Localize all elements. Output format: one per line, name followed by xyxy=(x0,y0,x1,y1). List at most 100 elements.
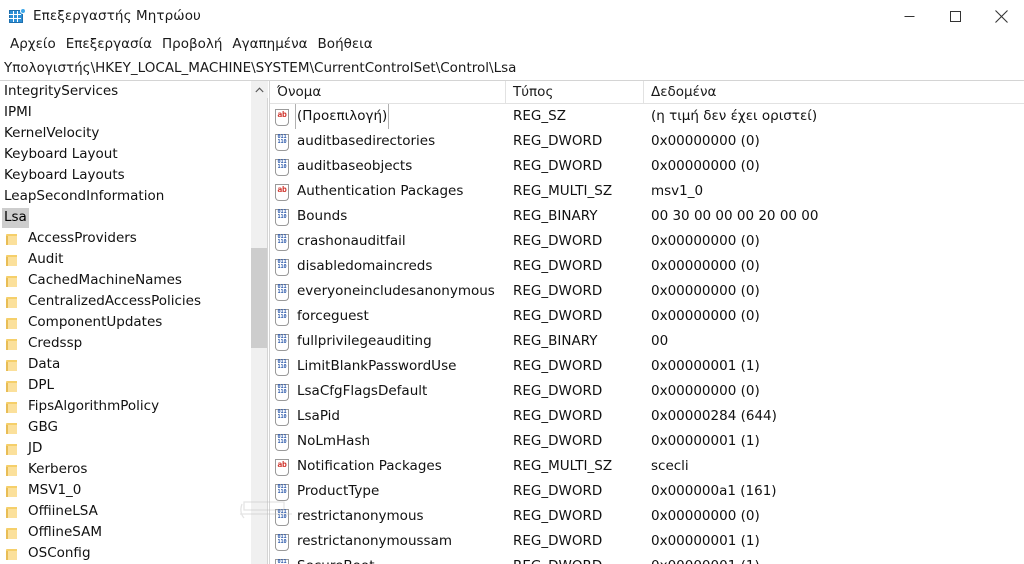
tree-item-label: OfflineSAM xyxy=(28,523,102,540)
tree-item-kernelvelocity[interactable]: KernelVelocity xyxy=(0,123,250,144)
tree-item-data[interactable]: Data xyxy=(0,354,250,375)
scroll-up-icon[interactable] xyxy=(251,81,268,98)
column-header-type[interactable]: Τύπος xyxy=(506,81,644,104)
close-button[interactable] xyxy=(978,0,1024,32)
tree-item-leapsecondinformation[interactable]: LeapSecondInformation xyxy=(0,186,250,207)
minimize-button[interactable] xyxy=(886,0,932,32)
tree-item-label: Credssp xyxy=(28,334,83,351)
tree-item-kerberos[interactable]: Kerberos xyxy=(0,459,250,480)
tree-item-keyboard-layouts[interactable]: Keyboard Layouts xyxy=(0,165,250,186)
registry-editor-icon xyxy=(9,8,26,24)
tree-item-gbg[interactable]: GBG xyxy=(0,417,250,438)
tree-scrollbar[interactable] xyxy=(250,81,268,564)
value-data: 0x00000001 (1) xyxy=(651,358,760,374)
tree-item-offlinesam[interactable]: OfflineSAM xyxy=(0,522,250,543)
pane-divider[interactable] xyxy=(267,81,270,564)
tree-item-label: DPL xyxy=(28,376,55,393)
tree-item-accessproviders[interactable]: AccessProviders xyxy=(0,228,250,249)
tree-item-centralizedaccesspolicies[interactable]: CentralizedAccessPolicies xyxy=(0,291,250,312)
folder-icon xyxy=(6,505,19,519)
tree-item-label: ComponentUpdates xyxy=(28,313,163,330)
tree-item-label: Audit xyxy=(28,250,64,267)
tree-item-label: Lsa xyxy=(2,207,29,228)
value-name: restrictanonymous xyxy=(297,508,424,524)
tree-scrollbar-track[interactable] xyxy=(251,98,267,564)
value-type: REG_DWORD xyxy=(513,283,603,299)
folder-icon xyxy=(6,526,19,540)
value-type: REG_DWORD xyxy=(513,508,603,524)
value-type: REG_MULTI_SZ xyxy=(513,458,613,474)
value-type: REG_DWORD xyxy=(513,258,603,274)
value-data: scecli xyxy=(651,458,689,474)
maximize-button[interactable] xyxy=(932,0,978,32)
string-value-icon: ab xyxy=(275,183,290,201)
menu-item-view[interactable]: Προβολή xyxy=(162,36,223,52)
column-header-name[interactable]: Όνομα xyxy=(270,81,506,104)
tree-item-ipmi[interactable]: IPMI xyxy=(0,102,250,123)
title-bar: Επεξεργαστής Μητρώου xyxy=(0,0,1024,32)
registry-path[interactable]: Υπολογιστής\HKEY_LOCAL_MACHINE\SYSTEM\Cu… xyxy=(4,60,517,76)
table-row[interactable]: ab(Προεπιλογή)REG_SZ(η τιμή δεν έχει ορι… xyxy=(270,104,1024,129)
value-data: 0x000000a1 (161) xyxy=(651,483,777,499)
tree-item-dpl[interactable]: DPL xyxy=(0,375,250,396)
tree-item-label: Keyboard Layouts xyxy=(4,166,125,183)
menu-item-help[interactable]: Βοήθεια xyxy=(317,36,373,52)
address-bar[interactable]: Υπολογιστής\HKEY_LOCAL_MACHINE\SYSTEM\Cu… xyxy=(0,56,1024,81)
folder-icon xyxy=(6,484,19,498)
tree-item-keyboard-layout[interactable]: Keyboard Layout xyxy=(0,144,250,165)
value-name: forceguest xyxy=(297,308,369,324)
menu-item-favorites[interactable]: Αγαπημένα xyxy=(232,36,308,52)
tree-item-label: Kerberos xyxy=(28,460,88,477)
value-data: 00 xyxy=(651,333,669,349)
tree-item-msv1-0[interactable]: MSV1_0 xyxy=(0,480,250,501)
tree-item-label: JD xyxy=(28,439,43,456)
folder-icon xyxy=(6,274,19,288)
value-name: LsaCfgFlagsDefault xyxy=(297,383,428,399)
tree-item-integrityservices[interactable]: IntegrityServices xyxy=(0,81,250,102)
tree-item-offiinelsa[interactable]: OffiineLSA xyxy=(0,501,250,522)
tree-item-label: IPMI xyxy=(4,103,32,120)
value-name: Authentication Packages xyxy=(297,183,464,199)
menu-item-file[interactable]: Αρχείο xyxy=(10,36,56,52)
tree-item-credssp[interactable]: Credssp xyxy=(0,333,250,354)
tree-item-jd[interactable]: JD xyxy=(0,438,250,459)
tree-item-cachedmachinenames[interactable]: CachedMachineNames xyxy=(0,270,250,291)
tree-item-componentupdates[interactable]: ComponentUpdates xyxy=(0,312,250,333)
value-type: REG_DWORD xyxy=(513,358,603,374)
tree-item-lsa[interactable]: Lsa xyxy=(0,207,250,228)
column-header-data[interactable]: Δεδομένα xyxy=(651,83,717,100)
tree-item-fipsalgorithmpolicy[interactable]: FipsAlgorithmPolicy xyxy=(0,396,250,417)
value-data: 0x00000000 (0) xyxy=(651,383,760,399)
tree-item-osconfig[interactable]: OSConfig xyxy=(0,543,250,564)
tree-item-audit[interactable]: Audit xyxy=(0,249,250,270)
string-value-icon: ab xyxy=(275,108,290,126)
tree-scrollbar-thumb[interactable] xyxy=(251,248,267,348)
value-name: restrictanonymoussam xyxy=(297,533,452,549)
tree-item-label: MSV1_0 xyxy=(28,481,82,498)
menu-item-edit[interactable]: Επεξεργασία xyxy=(65,36,152,52)
